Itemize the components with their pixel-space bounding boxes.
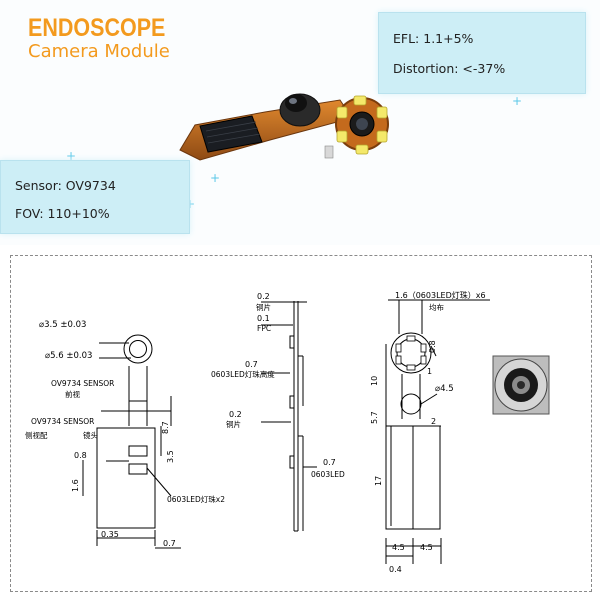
- brand-title: ENDOSCOPE: [28, 14, 166, 42]
- front-dim-outer: ⌀3.5 ±0.03: [39, 320, 86, 330]
- front-dim-16: 1.6: [71, 479, 80, 492]
- brand-subtitle: Camera Module: [28, 41, 170, 62]
- promo-banner: + + + + + ENDOSCOPE Camera Module EFL: 1…: [0, 0, 600, 245]
- ring-dim-08: 0.8: [428, 340, 437, 353]
- camera-module-photo: [179, 93, 389, 161]
- front-dim-07: 0.7: [163, 539, 176, 548]
- side-label-led: 0603LED: [311, 470, 345, 479]
- front-led-callout: 0603LED灯珠x2: [167, 494, 225, 504]
- ring-dim-57: 5.7: [370, 411, 379, 424]
- side-dim-02b: 0.2: [229, 410, 242, 419]
- ring-dim-1: 1: [427, 367, 432, 376]
- spec-box-sensor: Sensor: OV9734 FOV: 110+10%: [0, 160, 190, 234]
- side-dim-07: 0.7: [245, 360, 258, 369]
- ring-dim-17: 17: [374, 476, 383, 486]
- front-sensor-side-cn1: 侧视配: [25, 430, 48, 440]
- front-dim-08: 0.8: [74, 451, 87, 460]
- side-dim-02: 0.2: [257, 292, 270, 301]
- side-label-copper: 铜片: [256, 302, 271, 312]
- side-dim-07b: 0.7: [323, 458, 336, 467]
- side-label-copper2: 铜片: [226, 419, 241, 429]
- sparkle-icon: +: [66, 149, 77, 163]
- brand-block: ENDOSCOPE Camera Module: [28, 14, 188, 63]
- ring-led-top-cn: 均布: [429, 302, 444, 312]
- front-dim-inner: ⌀5.6 ±0.03: [45, 351, 92, 361]
- technical-drawing: ⌀3.5 ±0.03 ⌀5.6 ±0.03 OV9734 SENSOR 前视 O…: [10, 255, 592, 592]
- sparkle-icon: +: [210, 171, 221, 185]
- ring-dim-45b: 4.5: [420, 543, 433, 552]
- ring-dim-2: 2: [431, 417, 436, 426]
- spec-distortion: Distortion: <-37%: [393, 61, 506, 76]
- front-sensor-front-cn: 前视: [65, 389, 80, 399]
- ring-dim-10: 10: [370, 376, 379, 386]
- lens-top-view: [492, 355, 550, 415]
- spec-efl: EFL: 1.1+5%: [393, 31, 474, 46]
- ring-dim-04: 0.4: [389, 565, 402, 574]
- spec-box-optics: EFL: 1.1+5% Distortion: <-37%: [378, 12, 586, 94]
- spec-fov: FOV: 110+10%: [15, 206, 110, 221]
- front-dim-87: 8.7: [161, 421, 170, 434]
- sparkle-icon: +: [512, 94, 523, 108]
- front-sensor-front: OV9734 SENSOR: [51, 379, 114, 388]
- side-dim-01: 0.1: [257, 314, 270, 323]
- spec-sensor: Sensor: OV9734: [15, 178, 116, 193]
- front-dim-035: 0.35: [101, 530, 119, 539]
- front-sensor-side: OV9734 SENSOR: [31, 417, 94, 426]
- ring-dim-45a: 4.5: [392, 543, 405, 552]
- side-label-fpc: FPC: [257, 324, 271, 333]
- sparkle-icon: +: [185, 197, 196, 211]
- ring-led-top: 1.6（0603LED灯珠）x6: [395, 290, 486, 300]
- drawing-canvas: ⌀3.5 ±0.03 ⌀5.6 ±0.03 OV9734 SENSOR 前视 O…: [25, 290, 550, 574]
- ring-dia-45: ⌀4.5: [435, 384, 454, 394]
- front-sensor-side-cn2: 镜头: [83, 430, 98, 440]
- front-dim-35: 3.5: [166, 450, 175, 463]
- side-led-height: 0603LED灯珠高度: [211, 369, 275, 379]
